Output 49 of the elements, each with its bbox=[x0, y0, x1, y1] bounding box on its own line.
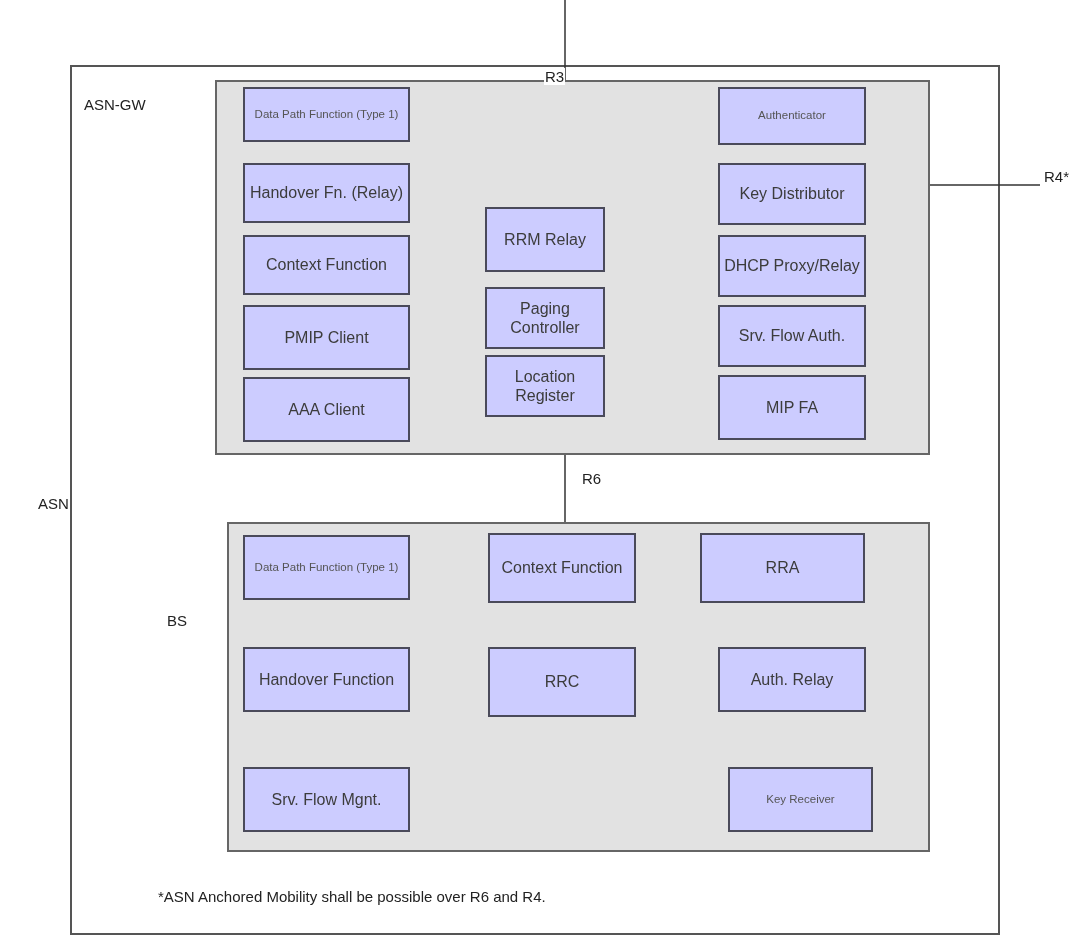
function-box bbox=[488, 647, 636, 717]
function-label: Handover Function bbox=[257, 669, 396, 690]
function-label: Location Register bbox=[513, 366, 577, 406]
function-box bbox=[243, 647, 410, 712]
function-label: Srv. Flow Auth. bbox=[737, 326, 847, 346]
function-box bbox=[485, 355, 605, 417]
function-box bbox=[243, 767, 410, 832]
function-box bbox=[243, 535, 410, 600]
function-box bbox=[485, 287, 605, 349]
function-box bbox=[718, 305, 866, 367]
footnote: *ASN Anchored Mobility shall be possible over R6 and R4. bbox=[158, 888, 546, 905]
function-label: Handover Fn. (Relay) bbox=[249, 183, 404, 203]
connector-line bbox=[564, 454, 566, 523]
function-label: Paging Controller bbox=[509, 298, 581, 338]
function-label: RRC bbox=[543, 672, 581, 692]
function-label: Data Path Function (Type 1) bbox=[253, 107, 400, 122]
group-heading: ASN bbox=[38, 495, 69, 512]
connector-line bbox=[929, 184, 1041, 186]
function-label: Context Function bbox=[265, 255, 388, 275]
function-box bbox=[488, 533, 636, 603]
function-label: AAA Client bbox=[287, 399, 366, 420]
group-heading: ASN-GW bbox=[84, 96, 146, 113]
function-label: DHCP Proxy/Relay bbox=[723, 256, 861, 276]
group-heading: BS bbox=[167, 612, 187, 629]
function-label: Context Function bbox=[500, 558, 624, 578]
function-box bbox=[700, 533, 865, 603]
function-box bbox=[728, 767, 873, 832]
function-label: Key Distributor bbox=[738, 184, 846, 204]
function-box bbox=[718, 163, 866, 225]
function-box bbox=[718, 375, 866, 440]
function-box bbox=[718, 647, 866, 712]
function-label: Auth. Relay bbox=[749, 669, 835, 690]
function-label: RRA bbox=[764, 558, 801, 578]
function-label: Key Receiver bbox=[765, 792, 836, 807]
function-label: Authenticator bbox=[757, 109, 827, 123]
function-box bbox=[243, 87, 410, 142]
function-box bbox=[243, 377, 410, 442]
function-box bbox=[485, 207, 605, 272]
function-box bbox=[243, 163, 410, 223]
function-box bbox=[243, 235, 410, 295]
function-label: Data Path Function (Type 1) bbox=[253, 560, 400, 575]
interface-label: R3 bbox=[544, 68, 566, 85]
function-label: PMIP Client bbox=[283, 327, 370, 348]
function-label: Srv. Flow Mgnt. bbox=[270, 789, 383, 810]
function-box bbox=[718, 235, 866, 297]
function-box bbox=[718, 87, 866, 145]
function-label: RRM Relay bbox=[503, 229, 587, 250]
function-label: MIP FA bbox=[764, 397, 820, 418]
function-box bbox=[243, 305, 410, 370]
